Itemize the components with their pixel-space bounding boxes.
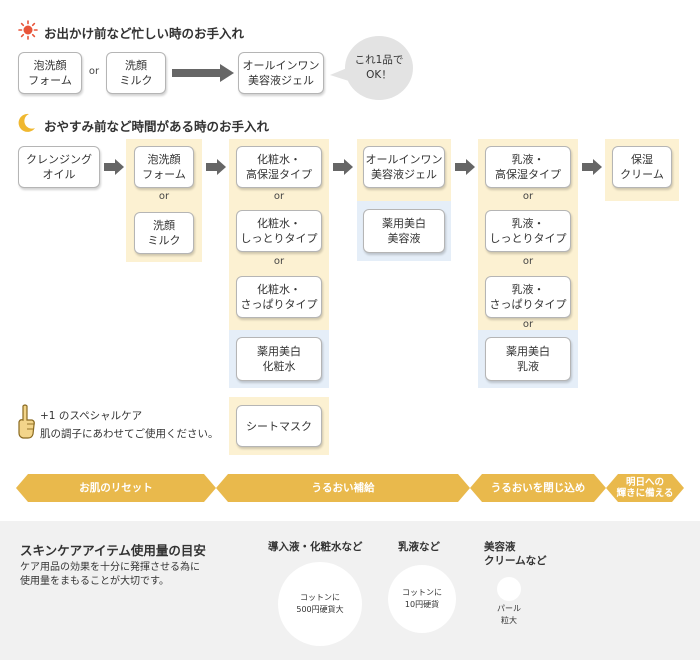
or-label: or [522, 191, 534, 202]
usage-cat1-circle: コットンに 500円硬貨大 [278, 562, 362, 646]
speech-bubble: これ1品で OK！ [345, 36, 413, 100]
emulsion-moist-box: 乳液・ しっとりタイプ [485, 210, 571, 252]
section2-heading: おやすみ前など時間がある時のお手入れ [44, 119, 270, 134]
emulsion-fresh-box: 乳液・ さっぱりタイプ [485, 276, 571, 318]
usage-cat1-label: 導入液・化粧水など [268, 541, 363, 553]
arrow-right-icon [172, 64, 234, 82]
or-label: or [522, 319, 534, 330]
special-care-line2: 肌の調子にあわせてご使用ください。 [40, 428, 219, 440]
phase-hydrate: うるおい補給 [311, 482, 375, 494]
arrow-right-icon [455, 159, 475, 175]
usage-cat2-circle: コットンに 10円硬貨 [388, 565, 456, 633]
emulsion-white-box: 薬用美白 乳液 [485, 337, 571, 381]
or-label: or [522, 256, 534, 267]
moon-icon [18, 113, 35, 132]
lotion-moist-box: 化粧水・ しっとりタイプ [236, 210, 322, 252]
pointing-hand-icon [18, 404, 35, 439]
serum-white-box: 薬用美白 美容液 [363, 209, 445, 253]
or-label: or [273, 256, 285, 267]
lotion-high-box: 化粧水・ 高保湿タイプ [236, 146, 322, 188]
or-label: or [273, 191, 285, 202]
lotion-fresh-box: 化粧水・ さっぱりタイプ [236, 276, 322, 318]
foam-box: 泡洗顔 フォーム [18, 52, 82, 94]
phase-tomorrow: 明日への 輝きに備える [616, 477, 674, 499]
section1-heading: お出かけ前など忙しい時のお手入れ [44, 26, 245, 41]
sheet-mask-box: シートマスク [236, 405, 322, 447]
usage-description: ケア用品の効果を十分に発揮させる為に 使用量をまもることが大切です。 [20, 562, 200, 587]
usage-cat3-amount: パール 粒大 [497, 604, 521, 625]
allinone-box-2: オールインワン 美容液ジェル [363, 146, 445, 188]
usage-cat3-circle [497, 577, 521, 601]
cream-box: 保湿 クリーム [612, 146, 672, 188]
emulsion-high-box: 乳液・ 高保湿タイプ [485, 146, 571, 188]
milk-box: 洗顔 ミルク [106, 52, 166, 94]
phase-seal: うるおいを閉じ込め [490, 482, 586, 494]
lotion-white-box: 薬用美白 化粧水 [236, 337, 322, 381]
usage-cat3-label: 美容液 クリームなど [484, 541, 547, 567]
allinone-box: オールインワン 美容液ジェル [238, 52, 324, 94]
arrow-right-icon [333, 159, 353, 175]
usage-cat2-label: 乳液など [398, 541, 440, 553]
cleansing-oil-box: クレンジング オイル [18, 146, 100, 188]
arrow-right-icon [206, 159, 226, 175]
usage-title: スキンケアアイテム使用量の目安 [20, 543, 206, 558]
arrow-right-icon [582, 159, 602, 175]
arrow-right-icon [104, 159, 124, 175]
foam-box-2: 泡洗顔 フォーム [134, 146, 194, 188]
milk-box-2: 洗顔 ミルク [134, 212, 194, 254]
phase-reset: お肌のリセット [79, 482, 153, 494]
or-label: or [158, 191, 170, 202]
or-label: or [88, 66, 100, 77]
phase-band [16, 474, 684, 502]
sun-icon [18, 20, 38, 40]
special-care-line1: +1 のスペシャルケア [40, 410, 143, 422]
